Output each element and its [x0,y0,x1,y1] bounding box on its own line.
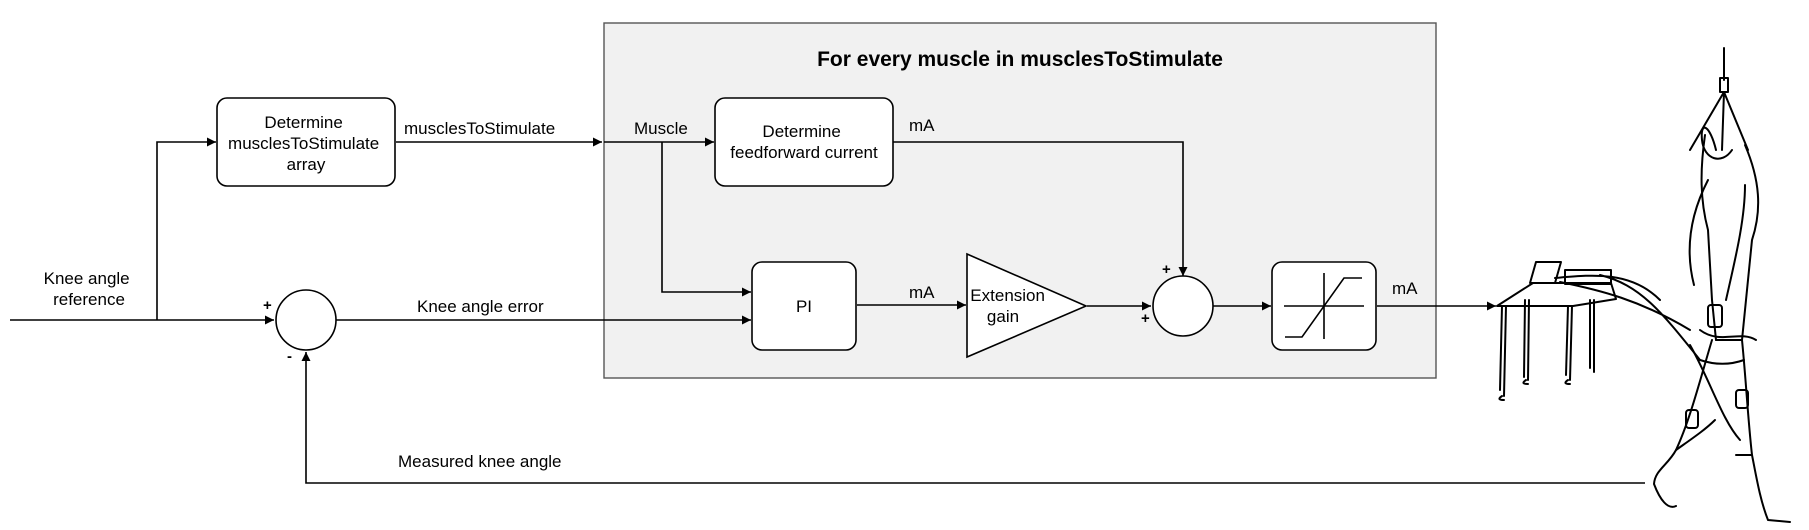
pi-ma-label: mA [909,283,935,302]
muscles-to-stimulate-label: musclesToStimulate [404,119,555,138]
feedforward-label: Determine feedforward current [730,122,878,162]
measured-knee-angle-label: Measured knee angle [398,452,562,471]
sum-left-plus-sign: + [1141,310,1150,327]
error-plus-sign: + [263,297,272,314]
signal-wires [10,137,1645,484]
table-with-stimulator [1496,261,1701,401]
saturation-icon [1284,273,1364,339]
output-summer [1152,275,1214,337]
output-ma-label: mA [1392,279,1418,298]
knee-angle-error-label: Knee angle error [417,297,544,316]
pi-label: PI [796,297,812,316]
error-minus-sign: - [287,348,292,365]
determine-muscles-label: Determine musclesToStimulate array [228,113,384,174]
determine-muscles-block [216,97,396,187]
extension-gain-block [966,252,1089,359]
feedforward-block [714,97,894,187]
extension-gain-label: Extension gain [970,286,1049,326]
sum-top-plus-sign: + [1162,261,1171,278]
pi-block [751,261,857,351]
person-in-harness [1653,47,1791,523]
loop-title: For every muscle in musclesToStimulate [817,48,1223,71]
test-setup-illustration [1496,47,1791,523]
muscle-label: Muscle [634,119,688,138]
feedforward-ma-label: mA [909,116,935,135]
knee-angle-reference-label: Knee angle reference [44,269,135,309]
error-summer [275,289,337,351]
saturation-block [1271,261,1377,351]
